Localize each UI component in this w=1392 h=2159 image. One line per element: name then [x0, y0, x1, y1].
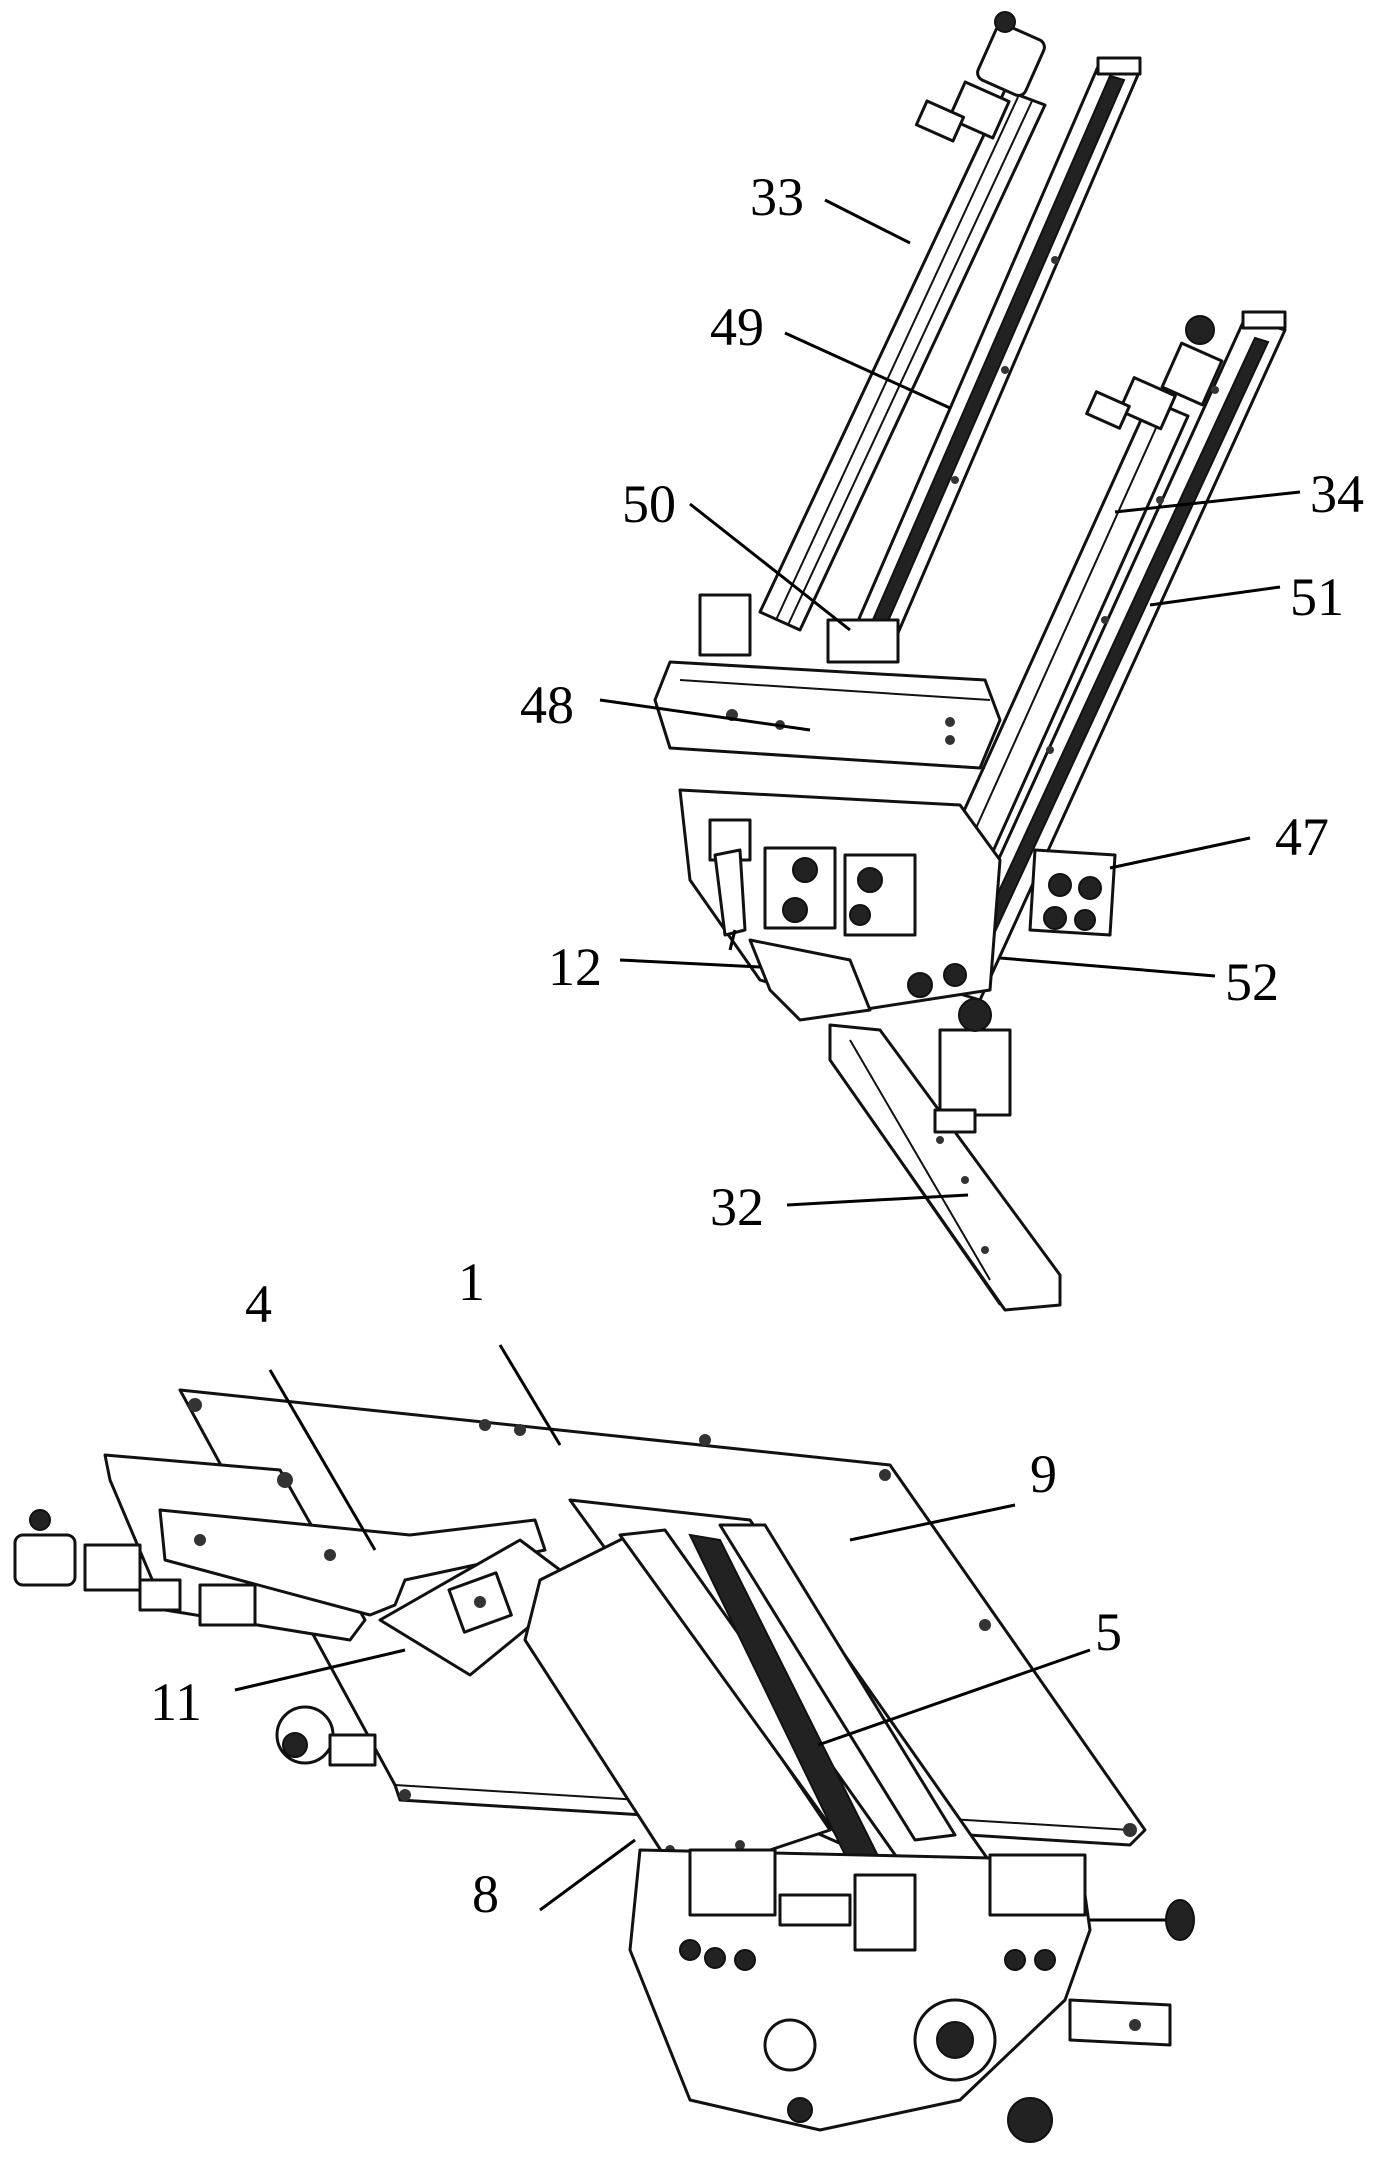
label-48: 48: [520, 675, 574, 735]
label-32: 32: [710, 1177, 764, 1237]
part-32-lower-rail: [830, 999, 1060, 1310]
upper-assembly: 33 49 50 34 51 48 47 12 52 32: [520, 12, 1364, 1310]
label-9: 9: [1030, 1444, 1057, 1504]
label-34: 34: [1310, 464, 1364, 524]
label-50: 50: [622, 474, 676, 534]
label-4: 4: [245, 1274, 272, 1334]
lower-assembly: 4 1 9 11 5 8: [15, 1252, 1194, 2142]
leader-52: [1000, 958, 1215, 976]
part-47-clamp-block: [1030, 850, 1115, 935]
leader-47: [1110, 838, 1250, 868]
leader-51: [1150, 587, 1280, 605]
label-12: 12: [548, 937, 602, 997]
part-48-carriage-plate: [655, 595, 1000, 768]
label-51: 51: [1290, 567, 1344, 627]
label-11: 11: [150, 1672, 202, 1732]
drive-assembly: [630, 1850, 1194, 2142]
label-5: 5: [1095, 1602, 1122, 1662]
label-52: 52: [1225, 952, 1279, 1012]
leader-8: [540, 1840, 635, 1910]
label-33: 33: [750, 167, 804, 227]
leader-33: [825, 200, 910, 243]
label-47: 47: [1275, 807, 1329, 867]
label-8: 8: [472, 1864, 499, 1924]
label-49: 49: [710, 297, 764, 357]
label-1: 1: [458, 1252, 485, 1312]
leader-12: [620, 960, 760, 967]
